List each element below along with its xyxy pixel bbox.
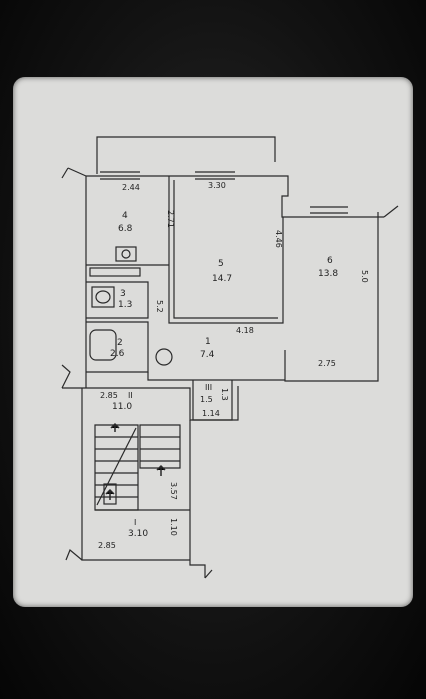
dim-hall-width: 4.18 bbox=[236, 326, 254, 335]
door-bottom-left bbox=[65, 549, 83, 561]
room-2-id: 2 bbox=[117, 338, 123, 348]
door-right-top bbox=[383, 205, 399, 218]
arrow-up-2 bbox=[105, 488, 115, 500]
dim-landing-width-top: 2.85 bbox=[100, 391, 118, 400]
stair-block-right bbox=[139, 424, 181, 469]
wall-bath bbox=[86, 281, 149, 319]
wall-hall-bottom bbox=[147, 372, 285, 381]
room-4-id: 4 bbox=[122, 211, 128, 221]
sink-fixture bbox=[91, 286, 115, 308]
dim-kitchen-depth: 2.71 bbox=[166, 210, 175, 228]
room-5-area: 14.7 bbox=[212, 274, 232, 284]
balcony-outline bbox=[96, 136, 276, 174]
wall-room-iii bbox=[192, 380, 233, 421]
room-iii-id: III bbox=[205, 383, 212, 392]
outer-wall-top bbox=[86, 175, 384, 218]
stair-block-left bbox=[94, 424, 139, 511]
door-left-top bbox=[61, 167, 87, 179]
dim-room6-depth: 5.0 bbox=[360, 270, 369, 283]
room-5-id: 5 bbox=[218, 259, 224, 269]
toilet-fixture bbox=[155, 348, 173, 366]
paper-sheet bbox=[13, 77, 413, 607]
window-kitchen bbox=[100, 171, 140, 180]
room-3-id: 3 bbox=[120, 289, 126, 299]
dim-bath-depth: 5.2 bbox=[155, 300, 164, 313]
door-left-mid bbox=[61, 364, 71, 389]
dim-room-iii-depth: 1.3 bbox=[220, 388, 229, 401]
stair-steps-right bbox=[140, 436, 180, 462]
arrow-up bbox=[110, 422, 120, 432]
room-6-id: 6 bbox=[327, 256, 333, 266]
arrow-up-3 bbox=[156, 464, 166, 476]
dim-kitchen-width: 2.44 bbox=[122, 183, 140, 192]
room-iii-area: 1.5 bbox=[200, 395, 213, 404]
window-room-5 bbox=[195, 171, 235, 180]
dim-stair-depth: 3.57 bbox=[169, 482, 178, 500]
sink-basin bbox=[95, 290, 111, 304]
wall-stair-left bbox=[81, 388, 100, 561]
door-bottom-right bbox=[204, 569, 213, 579]
window-room-6 bbox=[310, 206, 348, 214]
wall-wc bbox=[86, 321, 149, 373]
room-4-area: 6.8 bbox=[118, 224, 133, 234]
dim-room6-width: 2.75 bbox=[318, 359, 336, 368]
dim-landing-width-bottom: 2.85 bbox=[98, 541, 116, 550]
dim-room5-width: 3.30 bbox=[208, 181, 226, 190]
stair-arrow-box bbox=[103, 483, 117, 505]
wall-room-5-inner bbox=[173, 180, 278, 319]
room-1-id: 1 bbox=[205, 337, 211, 347]
room-3-area: 1.3 bbox=[118, 300, 132, 310]
outer-wall-right bbox=[284, 212, 379, 382]
dim-room-iii-width: 1.14 bbox=[202, 409, 220, 418]
bathtub-fixture bbox=[89, 329, 117, 361]
room-2-area: 2.6 bbox=[110, 349, 125, 359]
room-6-area: 13.8 bbox=[318, 269, 338, 279]
dim-room5-depth: 4.46 bbox=[274, 230, 283, 248]
room-i-area: 3.10 bbox=[128, 529, 148, 539]
room-ii-area: 11.0 bbox=[112, 402, 132, 412]
stove-fixture bbox=[115, 246, 137, 262]
room-ii-id: II bbox=[128, 391, 133, 400]
room-i-id: I bbox=[134, 518, 136, 527]
room-1-area: 7.4 bbox=[200, 350, 215, 360]
stove-burner bbox=[121, 249, 131, 259]
wall-stair-right bbox=[189, 420, 206, 578]
counter-fixture bbox=[89, 267, 141, 277]
stair-steps-left bbox=[95, 436, 138, 498]
dim-landing-depth: 1.10 bbox=[169, 518, 178, 536]
wall-room-5 bbox=[168, 176, 284, 324]
